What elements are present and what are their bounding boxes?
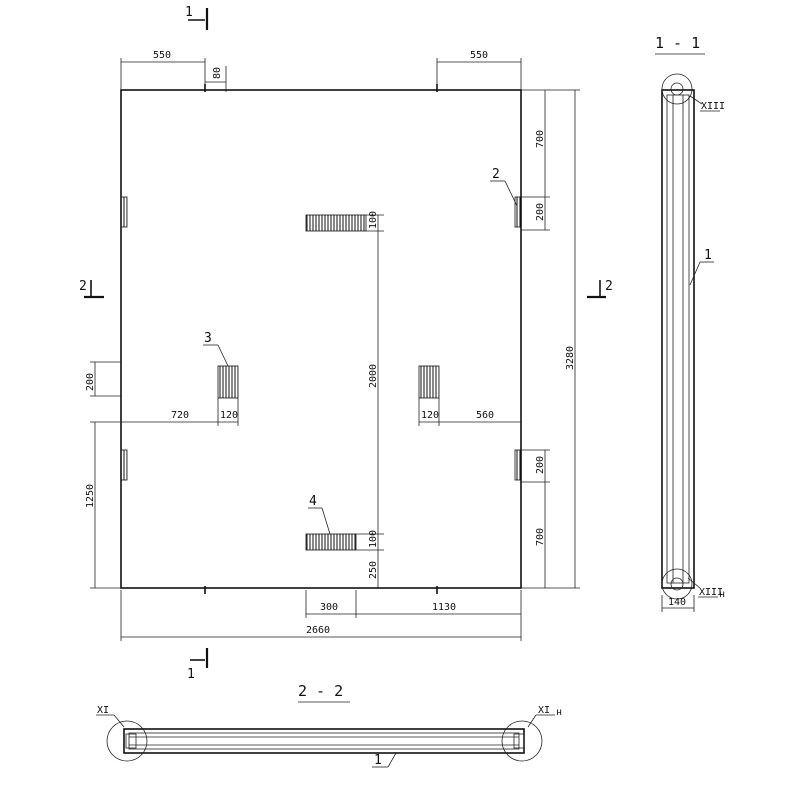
callout-label: 1: [704, 248, 712, 263]
dim-text: 1130: [432, 602, 456, 613]
callout-4: 4: [308, 494, 331, 535]
dim-text: 3280: [565, 346, 576, 370]
callout-3: 3: [203, 331, 229, 367]
callout-label: 4: [309, 494, 317, 509]
dim-middle-row: 720 120 120 560: [121, 398, 521, 426]
callout-label: 3: [204, 331, 212, 346]
dim-text: 550: [470, 50, 488, 61]
detail-mark-suffix: н: [719, 589, 725, 600]
dim-text: 200: [85, 373, 96, 391]
section-label: 2: [605, 279, 613, 294]
plate-right-mid: [418, 365, 440, 399]
dim-text: 120: [421, 410, 439, 421]
side-plate-left-top: [120, 196, 128, 228]
dim-text: 250: [368, 561, 379, 579]
dim-top-left-550: 550: [120, 50, 206, 90]
section-label: 1: [185, 5, 193, 20]
section-2-2-view: 2 - 2 XI XI н 1: [96, 682, 562, 768]
dim-text: 100: [368, 211, 379, 229]
section-1-1-view: 1 - 1 XIII XIII н 1 140: [655, 34, 725, 612]
dim-text: 120: [220, 410, 238, 421]
dim-text: 550: [153, 50, 171, 61]
dim-text: 720: [171, 410, 189, 421]
dim-text: 140: [668, 597, 686, 608]
detail-mark: XI: [97, 705, 109, 716]
dim-top-80: 80: [205, 66, 227, 84]
side-plate-right-top: [514, 196, 522, 228]
callout-label: 2: [492, 167, 500, 182]
dim-text: 700: [535, 528, 546, 546]
section-mark-1-bottom: 1: [187, 648, 209, 682]
dim-text: 1250: [85, 484, 96, 508]
dim-left-chain: 200 1250: [85, 361, 121, 589]
callout-label: 1: [374, 753, 382, 768]
section-mark-2-right: 2: [587, 279, 613, 299]
plate-bottom-center: [305, 533, 357, 551]
section-label: 1: [187, 667, 195, 682]
detail-mark: XIII: [699, 587, 723, 598]
dim-text: 560: [476, 410, 494, 421]
dim-right-chain: 700 200 200 700 3280: [521, 89, 580, 589]
plate-top-center: [305, 214, 367, 232]
plate-left-mid: [217, 365, 239, 399]
detail-mark: XI: [538, 705, 550, 716]
side-plate-right-bottom: [514, 449, 522, 481]
section-label: 2: [79, 279, 87, 294]
section-title: 1 - 1: [655, 34, 700, 52]
dim-text: 700: [535, 130, 546, 148]
dim-text: 2660: [306, 625, 330, 636]
section-title: 2 - 2: [298, 682, 343, 700]
callout-2: 2: [490, 167, 518, 207]
section-mark-1-top: 1: [185, 5, 209, 30]
side-plate-left-bottom: [120, 449, 128, 481]
dim-text: 200: [535, 203, 546, 221]
dim-bottom-row: 300 1130 2660: [120, 590, 522, 641]
slab-outline: [120, 89, 522, 589]
dim-text: 2000: [368, 364, 379, 388]
dim-text: 100: [368, 530, 379, 548]
dim-top-right-550: 550: [436, 50, 522, 90]
detail-mark-suffix: н: [556, 707, 562, 718]
dim-text: 200: [535, 456, 546, 474]
detail-mark: XIII: [701, 101, 725, 112]
dim-text: 80: [212, 67, 223, 79]
dim-text: 300: [320, 602, 338, 613]
dim-center-chain: 100 2000 100 250: [356, 211, 384, 588]
section-mark-2-left: 2: [79, 279, 104, 299]
